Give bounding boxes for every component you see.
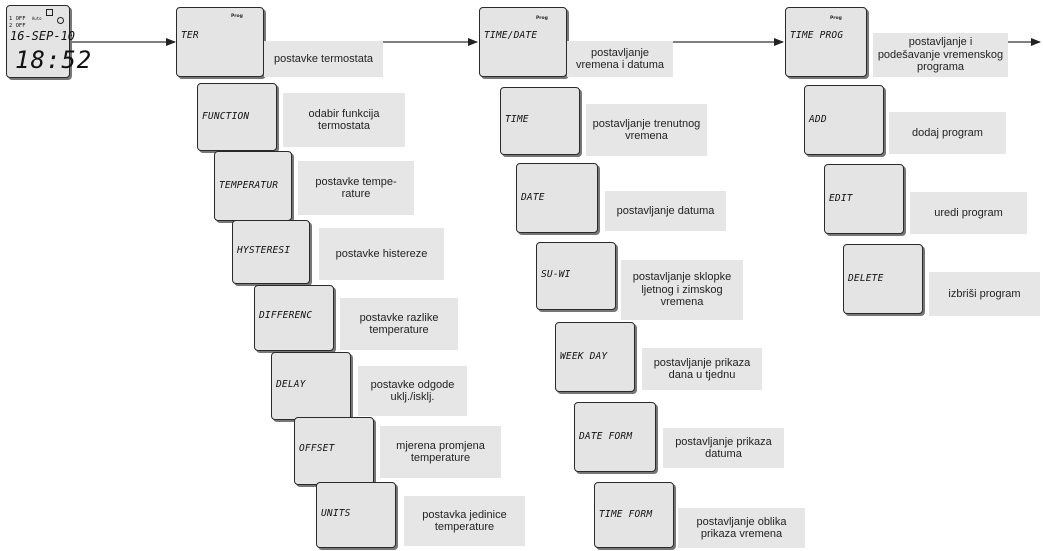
desc-delete: izbriši program [929,272,1040,316]
menu-label: DATE [521,192,545,203]
menu-label: FUNCTION [202,111,250,122]
display-time: 18:52 [15,46,93,74]
program-indicator-icon [46,9,53,16]
menu-label: DIFFERENC [259,310,313,321]
prog-badge: Prog [830,16,842,21]
desc-units: postavka jedinice temperature [404,496,525,546]
menu-date-form[interactable]: DATE FORM [574,402,656,472]
menu-time[interactable]: TIME [500,87,580,155]
menu-label: SU-WI [541,269,571,280]
menu-delay[interactable]: DELAY [271,352,351,420]
desc-su-wi: postavljanje sklopke ljetnog i zimskog v… [621,260,743,320]
clock-icon [57,17,64,24]
menu-ter[interactable]: Prog TER [176,7,264,77]
menu-week-day[interactable]: WEEK DAY [555,322,635,392]
line2-state: OFF [15,23,26,29]
menu-label: TIME FORM [599,509,653,520]
desc-time-prog: postavljanje i podešavanje vremenskog pr… [873,33,1008,77]
menu-label: TEMPERATUR [219,180,279,191]
menu-label: EDIT [829,193,853,204]
desc-add: dodaj program [889,112,1006,154]
desc-week-day: postavljanje prikaza dana u tjednu [642,348,762,390]
line2-zone: 2 [9,23,13,29]
menu-edit[interactable]: EDIT [824,164,904,234]
desc-time: postavljanje trenutnog vremena [586,104,707,156]
menu-hysteresi[interactable]: HYSTERESI [232,220,310,284]
desc-function: odabir funkcija termostata [283,93,405,147]
menu-date[interactable]: DATE [516,163,598,233]
menu-label: TIME/DATE [484,30,538,41]
desc-date: postavljanje datuma [605,191,726,231]
menu-label: UNITS [321,508,351,519]
desc-date-form: postavljanje prikaza datuma [663,428,784,468]
line1-state: OFF [15,16,26,22]
menu-label: OFFSET [299,443,335,454]
mode-indicator: Auto [31,16,42,21]
menu-label: DELETE [848,273,884,284]
desc-temperatur: postavke tempe-rature [298,161,414,215]
desc-edit: uredi program [910,192,1027,234]
display-line1: 1 OFF Auto [9,16,42,22]
menu-units[interactable]: UNITS [316,482,396,548]
menu-label: TER [181,30,199,41]
desc-delay: postavke odgode uklj./isklj. [358,366,467,416]
menu-temperatur[interactable]: TEMPERATUR [214,151,292,221]
prog-badge: Prog [231,14,243,19]
desc-offset: mjerena promjena temperature [380,426,501,478]
menu-differenc[interactable]: DIFFERENC [254,285,334,351]
menu-label: DELAY [276,379,306,390]
menu-label: TIME [505,114,529,125]
menu-function[interactable]: FUNCTION [197,83,277,151]
menu-time-form[interactable]: TIME FORM [594,482,674,548]
menu-time-prog[interactable]: Prog TIME PROG [785,7,867,77]
desc-differenc: postavke razlike temperature [340,298,458,350]
menu-delete[interactable]: DELETE [843,244,923,314]
menu-add[interactable]: ADD [804,85,884,155]
menu-label: ADD [809,114,827,125]
display-date: 16-SEP-10 [10,29,76,43]
prog-badge: Prog [536,16,548,21]
menu-label: WEEK DAY [560,351,608,362]
desc-ter: postavke termostata [264,41,383,77]
desc-time-date: postavljanje vremena i datuma [567,41,673,77]
device-display: 1 OFF Auto 2 OFF 16-SEP-10 18:52 [6,5,91,78]
desc-hysteresi: postavke histereze [319,228,444,280]
desc-time-form: postavljanje oblika prikaza vremena [678,508,805,548]
menu-label: DATE FORM [579,431,633,442]
line1-zone: 1 [9,16,13,22]
menu-su-wi[interactable]: SU-WI [536,242,616,310]
menu-label: HYSTERESI [237,245,291,256]
display-line2: 2 OFF [9,23,26,29]
menu-offset[interactable]: OFFSET [294,417,374,485]
menu-label: TIME PROG [790,30,844,41]
menu-time-date[interactable]: Prog TIME/DATE [479,7,567,77]
